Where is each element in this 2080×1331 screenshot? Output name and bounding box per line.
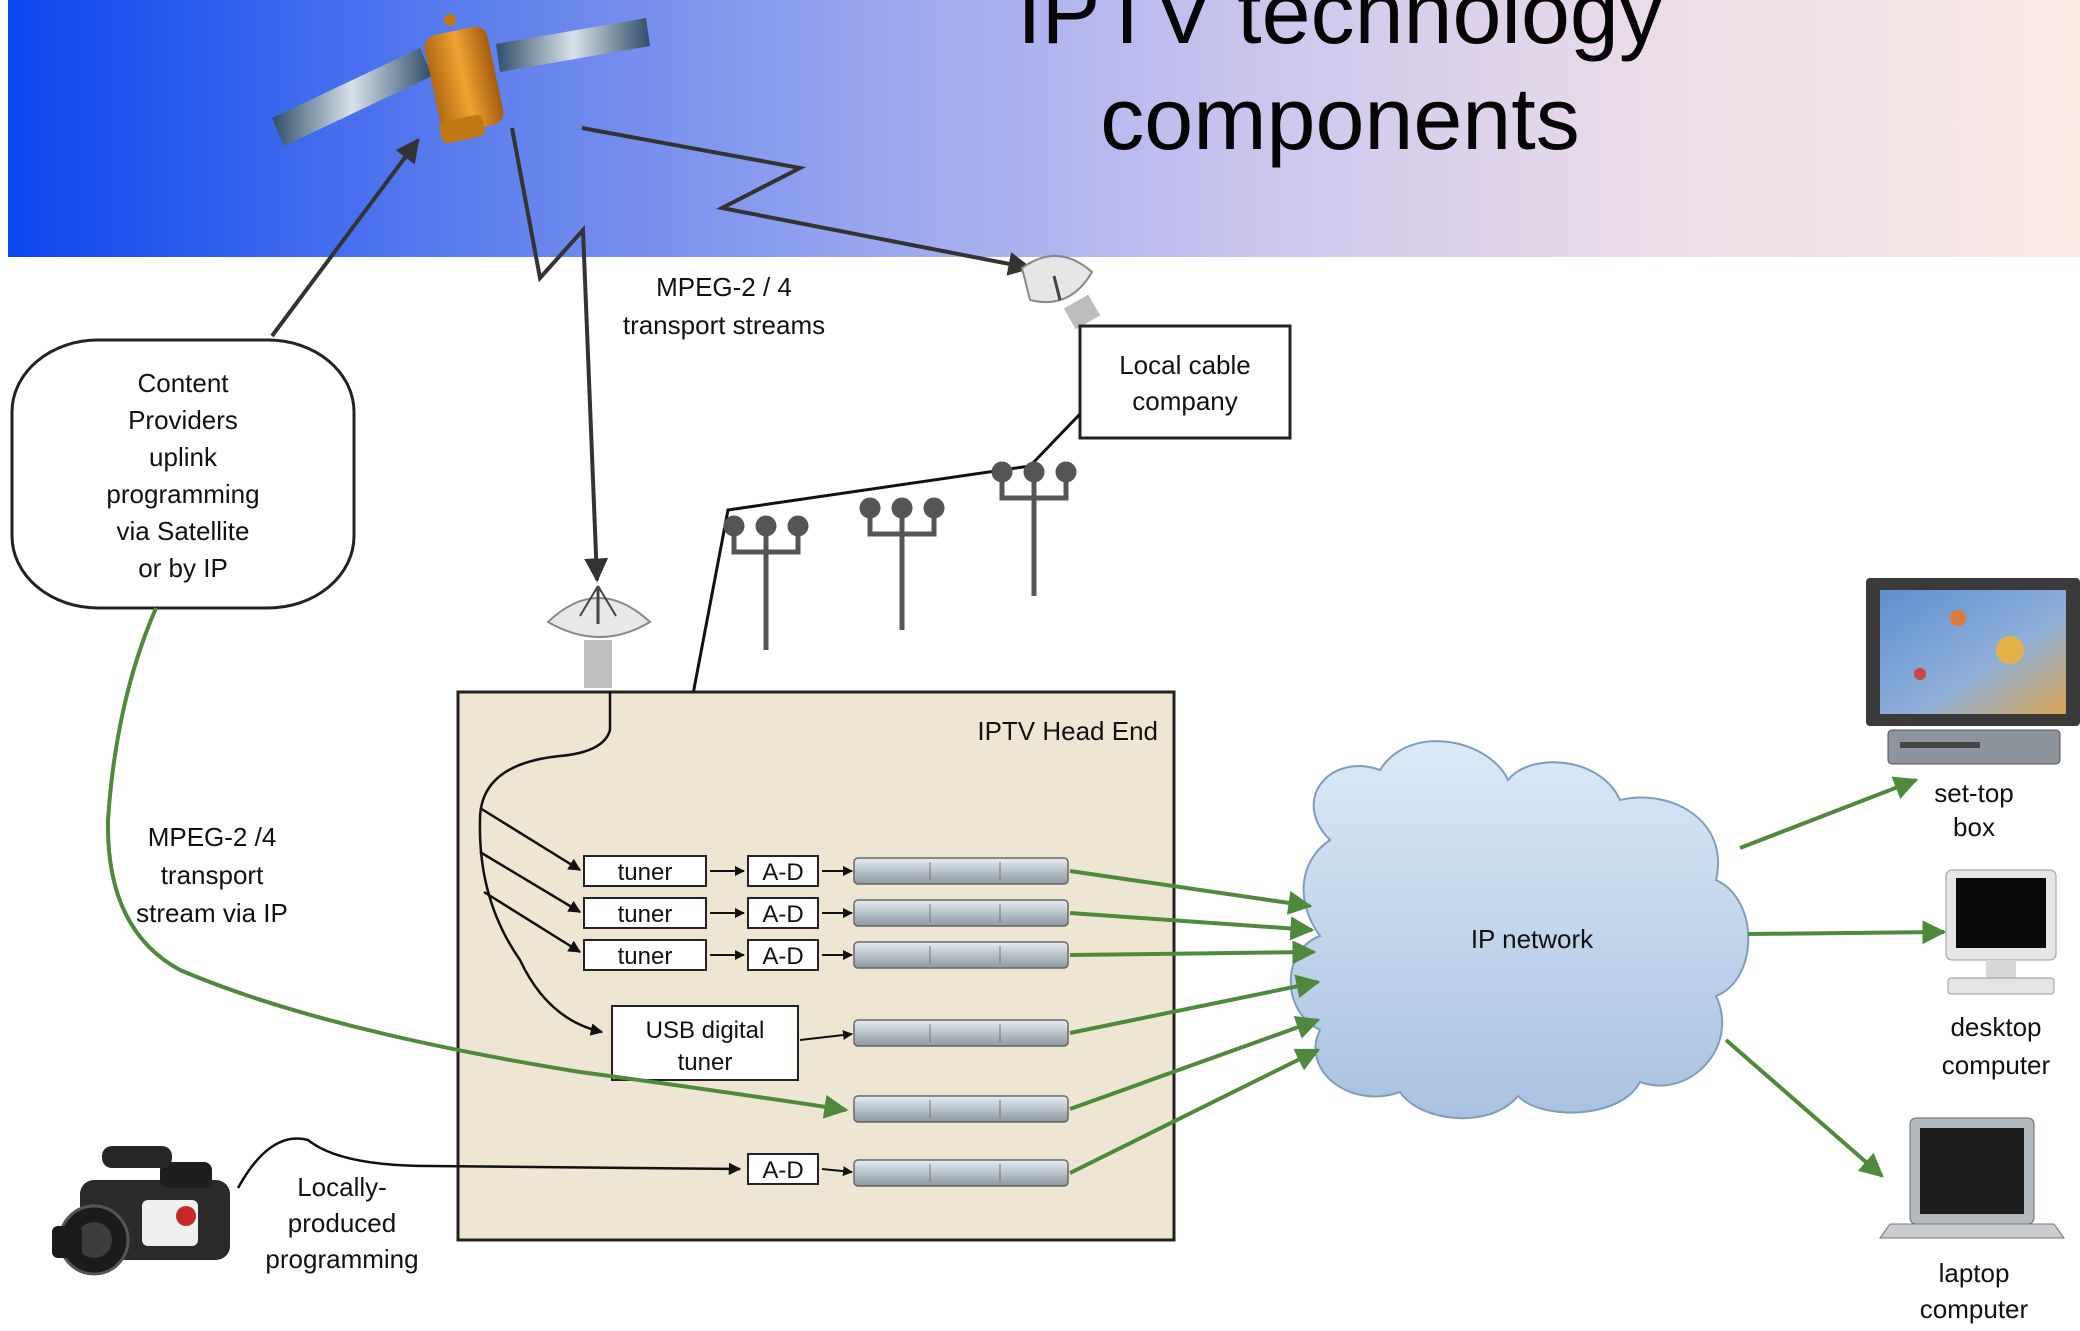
desktop-label-1: desktop (1950, 1012, 2041, 1042)
rack-to-network-arrows (1069, 869, 1321, 1175)
content-providers-line: Content (137, 368, 229, 398)
local-prog-label: programming (265, 1244, 418, 1274)
title-line-1: IPTV technology (1017, 0, 1663, 62)
encoder-rack-icon (853, 1019, 1069, 1047)
tuner-row: tuner A-D (583, 855, 1069, 887)
satellite-icon (272, 14, 650, 146)
tuner-box (583, 939, 707, 971)
head-end-label: IPTV Head End (977, 716, 1158, 746)
antenna-icon (991, 461, 1077, 596)
ad-converter-box (747, 897, 819, 929)
local-feed-line (236, 1137, 742, 1189)
transport-streams-label-2: transport streams (623, 310, 825, 340)
usb-tuner-label-2: tuner (678, 1049, 733, 1076)
television-icon (1866, 578, 2080, 726)
tuner-row: tuner A-D (583, 897, 1069, 929)
content-providers-label: Content Providers uplink programming via… (106, 368, 259, 583)
tuner-label: tuner (618, 859, 673, 886)
content-providers-line: via Satellite (117, 516, 250, 546)
ad-label: A-D (762, 1157, 803, 1184)
encoder-rack-icon (853, 1159, 1069, 1187)
tuner-box (583, 897, 707, 929)
local-cable-label-1: Local cable (1119, 350, 1251, 380)
laptop-icon (1879, 1117, 2065, 1239)
network-to-device-arrows (1724, 776, 1947, 1178)
transport-streams-label-1: MPEG-2 / 4 (656, 272, 792, 302)
content-providers-line: programming (106, 479, 259, 509)
laptop-label-1: laptop (1939, 1258, 2010, 1288)
local-cable-label-2: company (1132, 386, 1238, 416)
usb-tuner-label-1: USB digital (646, 1017, 765, 1044)
encoder-rack-icon (853, 899, 1069, 927)
content-providers-box (10, 338, 356, 610)
content-providers-line: or by IP (138, 553, 228, 583)
antenna-icon (859, 497, 945, 630)
ad-converter-box (747, 855, 819, 887)
set-top-label-2: box (1953, 812, 1995, 842)
local-cable-box (1078, 324, 1292, 440)
tuner-box (583, 855, 707, 887)
ip-stream-arrow (105, 607, 849, 1119)
signal-split-lines (478, 692, 612, 1036)
content-providers-line: Providers (128, 405, 238, 435)
tuner-label: tuner (618, 943, 673, 970)
downlink-arrow-cable (581, 126, 1033, 276)
ad-converter-box (747, 939, 819, 971)
local-prog-label: produced (288, 1208, 396, 1238)
desktop-label-2: computer (1942, 1050, 2051, 1080)
ip-stream-label: MPEG-2 /4 (148, 822, 277, 852)
ip-stream-label: transport (161, 860, 264, 890)
slide-header (8, 0, 2080, 257)
tuner-row: tuner A-D (583, 939, 1069, 971)
usb-tuner-box (611, 1005, 799, 1081)
slide-title: IPTV technology components (830, 0, 1850, 172)
ad-label: A-D (762, 901, 803, 928)
ad-label: A-D (762, 859, 803, 886)
local-prog-label: Locally- (297, 1172, 387, 1202)
desktop-monitor-icon (1945, 869, 2057, 995)
ip-stream-label: stream via IP (136, 898, 288, 928)
video-camera-icon (52, 1146, 230, 1276)
encoder-rack-icon (853, 857, 1069, 885)
title-line-2: components (1100, 69, 1580, 168)
ad-converter-box (747, 1153, 819, 1185)
laptop-label-2: computer (1920, 1294, 2029, 1324)
satellite-dish-icon (1020, 255, 1101, 330)
set-top-box-icon (1887, 729, 2061, 765)
ad-label: A-D (762, 943, 803, 970)
downlink-arrow-headend (510, 127, 609, 583)
satellite-dish-icon (546, 585, 652, 688)
tuner-label: tuner (618, 901, 673, 928)
antenna-icon (723, 515, 809, 650)
set-top-label-1: set-top (1934, 778, 2014, 808)
ip-network-label: IP network (1471, 924, 1594, 954)
encoder-rack-icon (853, 1095, 1069, 1123)
content-providers-line: uplink (149, 442, 218, 472)
encoder-rack-icon (853, 941, 1069, 969)
uplink-arrow (270, 138, 420, 338)
